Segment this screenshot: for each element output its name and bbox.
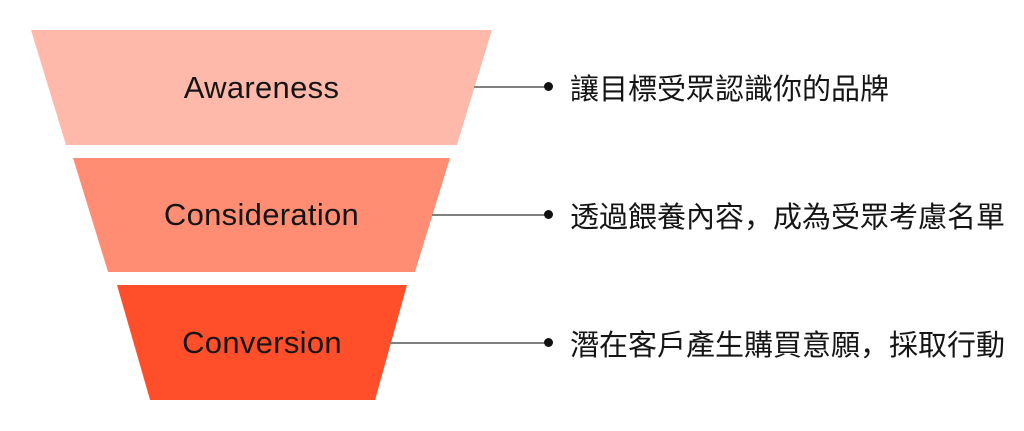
stage-description-awareness: 讓目標受眾認識你的品牌 xyxy=(570,74,890,106)
stage-label-conversion: Conversion xyxy=(182,324,342,360)
connector-line-awareness xyxy=(474,86,548,88)
funnel-stage-consideration: Consideration xyxy=(73,158,450,272)
stage-description-conversion: 潛在客戶產生購買意願，採取行動 xyxy=(570,330,1006,362)
connector-line-conversion xyxy=(390,342,548,344)
funnel-stage-awareness: Awareness xyxy=(31,30,492,145)
bullet-dot-consideration xyxy=(544,210,553,219)
stage-label-awareness: Awareness xyxy=(183,69,340,105)
bullet-dot-awareness xyxy=(544,82,553,91)
bullet-dot-conversion xyxy=(544,338,553,347)
stage-label-consideration: Consideration xyxy=(163,197,360,232)
stage-description-consideration: 透過餵養內容，成為受眾考慮名單 xyxy=(570,202,1006,234)
connector-line-consideration xyxy=(432,214,548,216)
funnel-stage-conversion: Conversion xyxy=(117,285,407,400)
